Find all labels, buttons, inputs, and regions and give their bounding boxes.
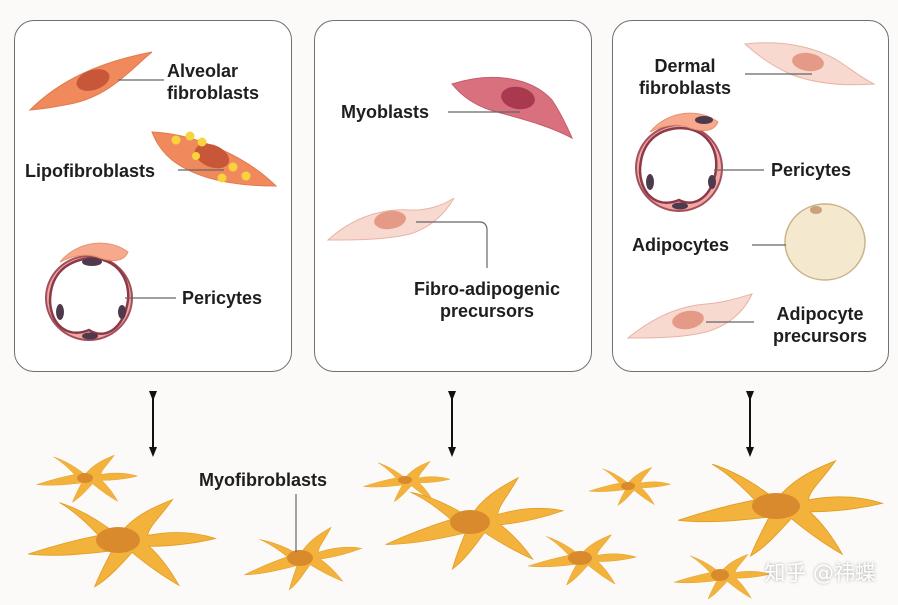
label-fibro-adipogenic-precursors: Fibro-adipogenic precursors <box>414 279 560 321</box>
label-dermal-fibroblasts: Dermal fibroblasts <box>638 56 731 98</box>
alveolar-fibroblast-cell <box>28 51 153 111</box>
adipocyte-precursor-cell <box>626 293 753 339</box>
lipofibroblast-cell <box>151 131 278 187</box>
label-alveolar-fibroblasts: Alveolar fibroblasts <box>167 61 260 103</box>
label-adipocyte-precursors: Adipocyte precursors <box>772 304 868 346</box>
leader-fap <box>416 221 488 268</box>
label-pericytes-3: Pericytes <box>771 160 852 180</box>
fibro-adipogenic-precursor-cell <box>326 197 455 241</box>
watermark: 知乎 @祎蝶 <box>764 561 876 585</box>
myoblast-cell <box>451 76 574 140</box>
label-adipocytes: Adipocytes <box>632 235 730 255</box>
pericyte-vessel-3 <box>635 112 723 212</box>
label-myoblasts: Myoblasts <box>341 102 430 122</box>
panel-muscle <box>314 20 592 372</box>
adipocyte-cell <box>784 203 866 281</box>
pericyte-vessel-1 <box>45 242 133 341</box>
label-myofibroblasts: Myofibroblasts <box>199 470 328 490</box>
label-pericytes-1: Pericytes <box>182 288 263 308</box>
label-lipofibroblasts: Lipofibroblasts <box>25 161 155 181</box>
dermal-fibroblast-cell <box>743 42 876 86</box>
myofibroblast-nuclei <box>77 473 800 581</box>
